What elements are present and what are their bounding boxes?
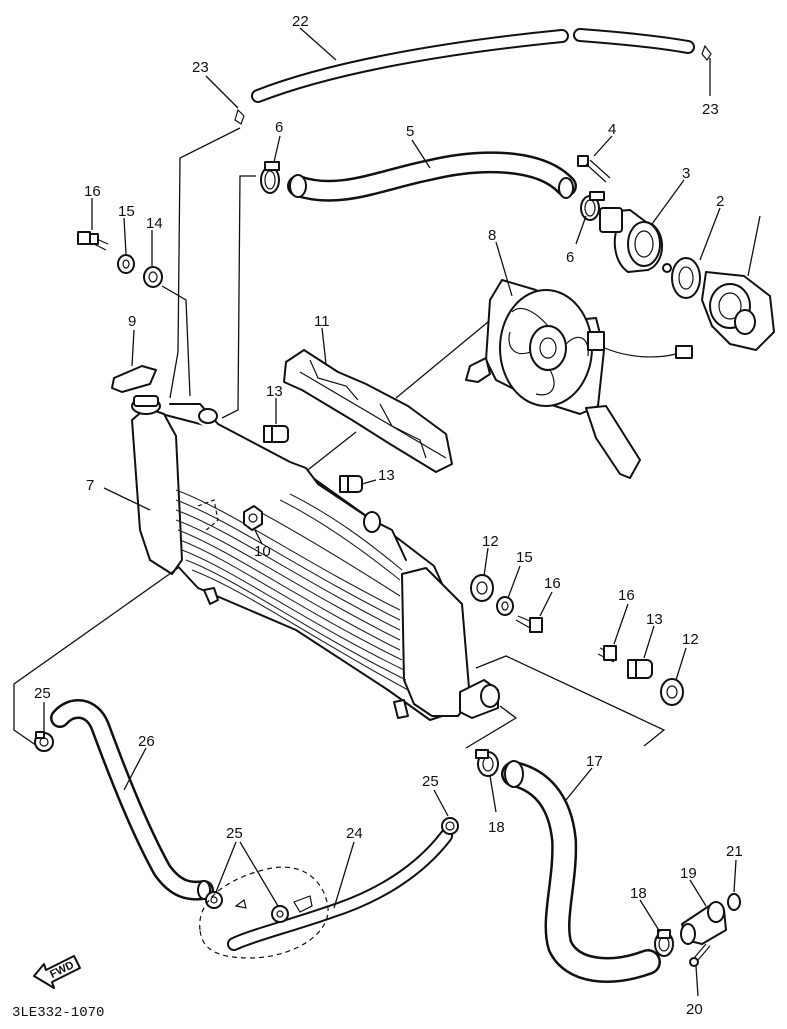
callout-24: 24 (346, 825, 363, 842)
callout-18-upper: 18 (488, 819, 505, 836)
thermostat-2 (662, 257, 701, 299)
hose-17 (501, 760, 661, 983)
callout-5: 5 (406, 123, 414, 140)
collar-15-mid (496, 596, 514, 616)
o-ring-21 (727, 893, 741, 911)
callout-16-top: 16 (84, 183, 101, 200)
callout-17: 17 (586, 753, 603, 770)
callout-6-right: 6 (566, 249, 574, 266)
hose-clamp-6-right (580, 191, 605, 221)
callout-25-left: 25 (34, 685, 51, 702)
clamp-18-lower (654, 929, 674, 957)
hose-24 (227, 829, 453, 951)
grommet-14 (143, 266, 163, 288)
radiator-fins (175, 489, 409, 691)
pipe-fitting-19 (680, 901, 727, 945)
clip-23-right (701, 44, 712, 62)
thermostat-housing (701, 271, 775, 351)
callout-leaders (43, 27, 761, 997)
callout-10: 10 (254, 543, 271, 560)
callout-15-top: 15 (118, 203, 135, 220)
radiator-7 (131, 395, 500, 721)
bolt-16-right (597, 645, 617, 663)
callout-11: 11 (314, 313, 330, 330)
grommet-12-mid (470, 574, 494, 602)
bolt-20 (689, 943, 711, 967)
callout-23-right: 23 (702, 101, 719, 118)
callout-13-middle: 13 (378, 467, 395, 484)
radiator-hose-5 (287, 151, 577, 202)
callout-2: 2 (716, 193, 724, 210)
callout-13-upper: 13 (266, 383, 283, 400)
callout-14: 14 (146, 215, 163, 232)
collar-13-right (627, 659, 653, 679)
callout-16-mid: 16 (544, 575, 561, 592)
bolt-4 (577, 155, 611, 183)
clip-23-left (234, 108, 245, 125)
clamp-25-center-b (271, 905, 289, 923)
clamp-18-upper (475, 749, 499, 777)
collar-13-middle (339, 475, 363, 493)
radiator-cover-11 (283, 349, 453, 473)
callout-25-center: 25 (226, 825, 243, 842)
bolt-16-top (77, 231, 109, 251)
grommet-12-right (660, 678, 684, 706)
callout-19: 19 (680, 865, 697, 882)
collar-15-top (117, 254, 135, 274)
collar-13-upper (263, 425, 289, 443)
clamp-25-center-a (205, 891, 223, 909)
callout-12-right: 12 (682, 631, 699, 648)
callout-26: 26 (138, 733, 155, 750)
radiator-cap-9 (111, 365, 157, 393)
callout-18-lower: 18 (630, 885, 647, 902)
diagram-code: 3LE332-1070 (12, 1005, 104, 1021)
clamp-25-right (441, 817, 459, 835)
callout-labels: 22 23 23 6 5 4 3 2 16 15 14 6 8 9 11 13 … (34, 13, 743, 1018)
nut-10 (243, 505, 263, 531)
callout-20: 20 (686, 1001, 703, 1018)
callout-23-left: 23 (192, 59, 209, 76)
callout-9: 9 (128, 313, 136, 330)
callout-22: 22 (292, 13, 309, 30)
bolt-16-mid (515, 615, 543, 633)
hose-26 (50, 699, 214, 901)
callout-21: 21 (726, 843, 743, 860)
hose-clamp-6-left (260, 161, 280, 194)
callout-4: 4 (608, 121, 616, 138)
callout-16-right: 16 (618, 587, 635, 604)
callout-6-top: 6 (275, 119, 283, 136)
cooling-fan-8 (465, 279, 693, 479)
callout-7: 7 (86, 477, 94, 494)
callout-3: 3 (682, 165, 690, 182)
callout-25-right: 25 (422, 773, 439, 790)
callout-15-mid: 15 (516, 549, 533, 566)
callout-12-mid: 12 (482, 533, 499, 550)
thermostat-cover-3 (599, 207, 663, 273)
overflow-hose-22 (251, 28, 695, 103)
callout-8: 8 (488, 227, 496, 244)
forward-arrow-icon: FWD (33, 955, 81, 989)
clamp-25-left (34, 731, 54, 752)
callout-13-right: 13 (646, 611, 663, 628)
